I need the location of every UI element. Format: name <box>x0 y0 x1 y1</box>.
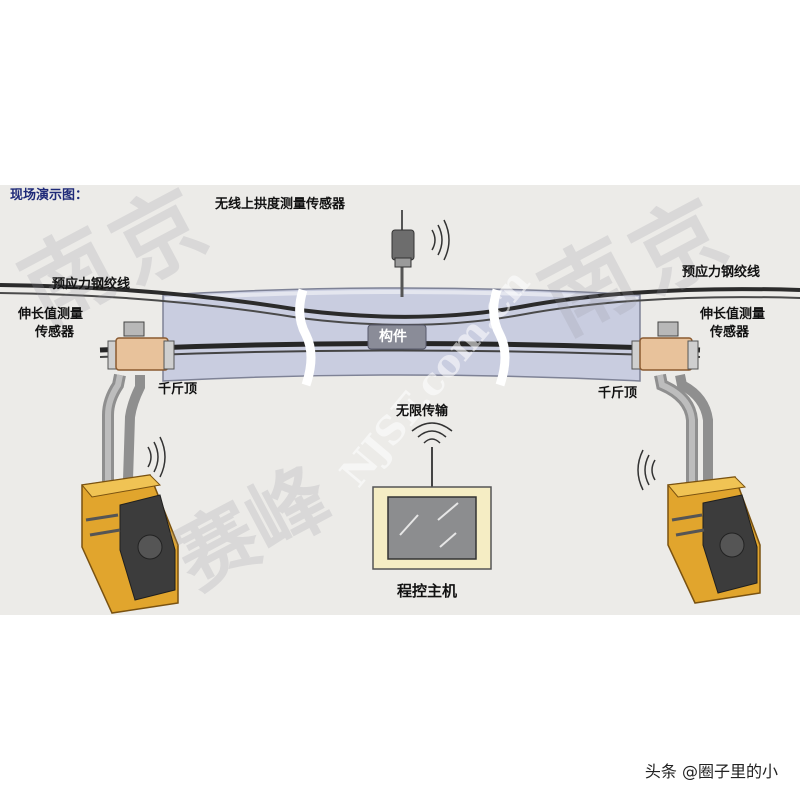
label-elongation-right-1: 伸长值测量 <box>700 307 766 322</box>
member-label-plate <box>367 324 427 350</box>
jack-right-clamp-2 <box>687 340 699 370</box>
wave-arch-1 <box>431 229 436 251</box>
wave-pump-left-1 <box>147 446 152 468</box>
label-jack-right: 千斤顶 <box>598 386 638 401</box>
wave-pump-left-2 <box>153 441 159 473</box>
prestress-strand-top <box>0 283 800 319</box>
wave-host-3 <box>411 422 453 432</box>
footer-credit: 头条 @圈子里的小 <box>644 762 778 781</box>
label-elongation-left-2: 传感器 <box>35 325 75 340</box>
elongation-sensor-right <box>657 321 679 337</box>
host-screen-glare-3 <box>439 532 457 548</box>
diagram-title: 现场演示图： <box>10 188 89 203</box>
wave-arch-3 <box>443 219 450 261</box>
wave-pump-right-1 <box>651 459 656 481</box>
label-strand-right: 预应力钢绞线 <box>682 265 761 280</box>
host-screen-glare-1 <box>399 514 419 536</box>
pump-left <box>81 474 179 614</box>
site-demo-diagram: 南 京 南 京 赛峰 NJSF.com.cn 现场演示图： 无线上拱度测量传感器… <box>0 169 800 615</box>
label-host: 程控主机 <box>397 582 458 600</box>
arch-sensor-cap <box>394 257 412 268</box>
prestress-strand-bottom-2 <box>99 349 701 358</box>
label-elongation-left-1: 伸长值测量 <box>18 307 84 322</box>
diagram-graphics <box>0 210 800 614</box>
left-hose-2 <box>123 375 145 481</box>
label-wireless-transmission: 无限传输 <box>396 404 449 419</box>
wave-pump-right-2 <box>644 454 650 486</box>
label-jack-left: 千斤顶 <box>158 382 198 397</box>
wave-pump-right-3 <box>637 449 644 491</box>
wave-host-2 <box>417 430 447 438</box>
left-hose-inner <box>105 374 123 485</box>
host-screen <box>387 496 477 560</box>
label-strand-left: 预应力钢绞线 <box>52 277 131 292</box>
jack-left-body <box>115 337 169 371</box>
pump-right <box>667 476 761 604</box>
label-member: 构件 <box>379 329 407 345</box>
beam-break-left <box>295 288 316 387</box>
jack-left-clamp-2 <box>163 340 175 370</box>
wave-arch-2 <box>437 224 443 256</box>
host-screen-glare-2 <box>437 502 459 521</box>
label-elongation-right-2: 传感器 <box>710 325 750 340</box>
label-wireless-arch-sensor: 无线上拱度测量传感器 <box>215 197 346 212</box>
arch-sensor-body <box>391 229 415 261</box>
beam-break-right <box>489 288 510 387</box>
jack-right-body <box>639 337 693 371</box>
wave-pump-left-3 <box>159 436 166 478</box>
wave-host-1 <box>423 438 441 444</box>
right-hose-inner <box>657 374 695 485</box>
elongation-sensor-left <box>123 321 145 337</box>
right-hose-2 <box>675 374 713 480</box>
